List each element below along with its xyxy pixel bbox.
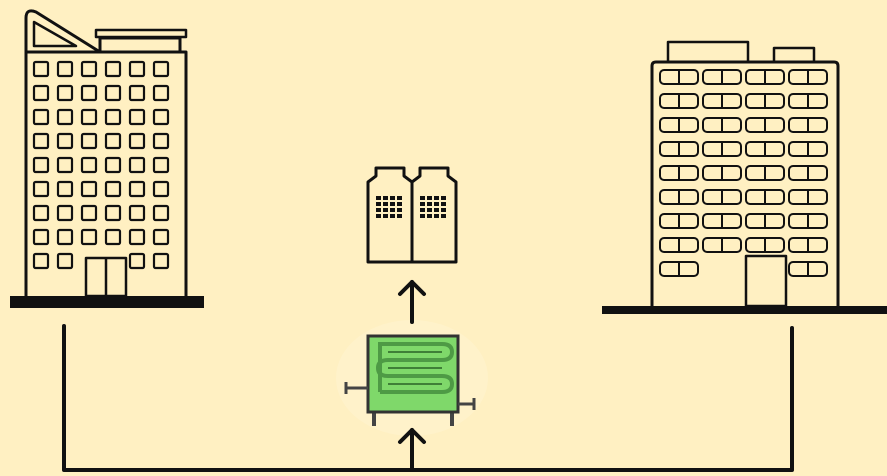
chiller-vent bbox=[441, 214, 446, 218]
chiller-vent bbox=[427, 208, 432, 212]
chiller-vent bbox=[376, 196, 381, 200]
chiller-vent bbox=[427, 196, 432, 200]
chiller-vent bbox=[434, 196, 439, 200]
chiller-vent bbox=[420, 196, 425, 200]
chiller-vent bbox=[420, 208, 425, 212]
left-building-base bbox=[10, 296, 204, 308]
chiller-vent bbox=[397, 202, 402, 206]
chiller-vent bbox=[441, 208, 446, 212]
chiller-vent bbox=[383, 208, 388, 212]
chiller-vent bbox=[376, 202, 381, 206]
chiller-vent bbox=[441, 196, 446, 200]
chiller-vent bbox=[376, 214, 381, 218]
heat-exchanger-icon bbox=[336, 320, 488, 436]
chiller-vent bbox=[383, 196, 388, 200]
chiller-vent bbox=[390, 202, 395, 206]
chiller-vent bbox=[397, 208, 402, 212]
chiller-vent bbox=[390, 214, 395, 218]
chiller-vent bbox=[441, 202, 446, 206]
chiller-vent bbox=[420, 214, 425, 218]
chiller-vent bbox=[420, 202, 425, 206]
chiller-vent bbox=[376, 208, 381, 212]
chiller-vent bbox=[427, 202, 432, 206]
chiller-vent bbox=[434, 208, 439, 212]
chiller-vent bbox=[397, 214, 402, 218]
chiller-vent bbox=[397, 196, 402, 200]
chiller-vent bbox=[390, 208, 395, 212]
chiller-vent bbox=[390, 196, 395, 200]
chiller-vent bbox=[383, 202, 388, 206]
right-building-base bbox=[602, 306, 887, 314]
chiller-vent bbox=[383, 214, 388, 218]
chiller-vent bbox=[434, 202, 439, 206]
chiller-vent bbox=[427, 214, 432, 218]
chiller-vent bbox=[434, 214, 439, 218]
